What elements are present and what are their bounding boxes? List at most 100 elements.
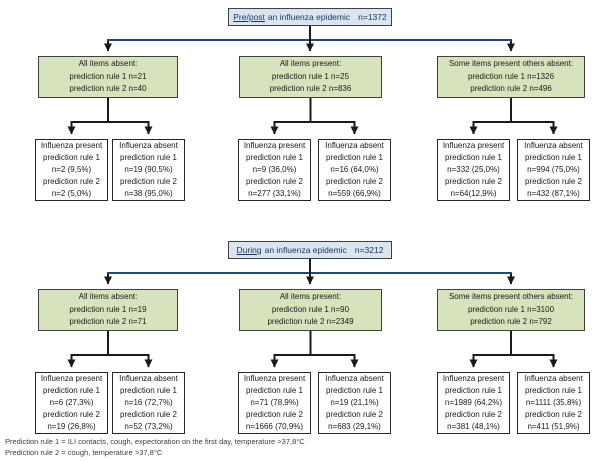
leaf-rule1-label: prediction rule 1	[445, 386, 502, 395]
branch-title: All items absent:	[78, 59, 138, 69]
leaf-rule2-value: n=38 (95,0%)	[124, 189, 173, 198]
branch-rule2: prediction rule 2 n=496	[470, 84, 552, 94]
leaf-rule1-value: n=1989 (64,2%)	[444, 398, 503, 407]
leaf-influenza-present: Influenza present prediction rule 1 n=33…	[437, 139, 510, 201]
leaf-rule2-value: n=381 (48,1%)	[447, 422, 500, 431]
leaf-rule2-value: n=2 (5,0%)	[51, 189, 92, 198]
leaf-rule1-value: n=19 (90,5%)	[124, 165, 173, 174]
leaf-influenza-present: Influenza present prediction rule 1 n=2 …	[35, 139, 108, 201]
root-label: an influenza epidemic	[264, 245, 347, 255]
branch-title: All items present:	[279, 59, 342, 69]
leaf-title: Influenza present	[243, 141, 306, 150]
leaf-rule1-label: prediction rule 1	[525, 153, 582, 162]
branch-all-items-absent: All items absent: prediction rule 1 n=19…	[38, 289, 178, 331]
leaf-title: Influenza absent	[325, 141, 384, 150]
leaf-rule2-label: prediction rule 2	[326, 410, 383, 419]
leaf-rule1-label: prediction rule 1	[326, 386, 383, 395]
root-count: n=3212	[354, 245, 384, 255]
branch-rule2: prediction rule 2 n=836	[269, 84, 352, 94]
leaf-title: Influenza present	[442, 141, 505, 150]
leaf-rule2-label: prediction rule 2	[326, 177, 383, 186]
branch-rule2: prediction rule 2 n=40	[69, 84, 147, 94]
leaf-rule1-value: n=2 (9,5%)	[51, 165, 92, 174]
root-label: an influenza epidemic	[267, 12, 351, 22]
leaf-rule1-value: n=332 (25,0%)	[447, 165, 500, 174]
branch-title: All items present:	[279, 292, 342, 302]
connector-lines	[67, 258, 558, 368]
leaf-rule1-value: n=71 (78,9%)	[250, 398, 299, 407]
branch-title: Some items present others absent:	[448, 59, 574, 69]
leaf-rule2-value: n=19 (26,8%)	[47, 422, 96, 431]
leaf-title: Influenza absent	[119, 374, 178, 383]
leaf-rule1-value: n=1111 (35,8%)	[525, 398, 582, 407]
leaf-rule2-label: prediction rule 2	[120, 177, 177, 186]
branch-some-items-present: Some items present others absent: predic…	[437, 289, 585, 331]
leaf-title: Influenza absent	[524, 141, 583, 150]
tree-during-epidemic: During an influenza epidemic n=3212 All …	[0, 237, 600, 437]
leaf-rule2-label: prediction rule 2	[246, 177, 303, 186]
root-count: n=1372	[358, 12, 387, 22]
leaf-influenza-present: Influenza present prediction rule 1 n=6 …	[35, 372, 108, 434]
root-node-prepost: Pre/post an influenza epidemic n=1372	[228, 8, 392, 26]
leaf-rule1-value: n=994 (75,0%)	[527, 165, 580, 174]
leaf-influenza-absent: Influenza absent prediction rule 1 n=111…	[517, 372, 590, 434]
leaf-influenza-absent: Influenza absent prediction rule 1 n=19 …	[318, 372, 391, 434]
footnotes: Prediction rule 1 = ILI contacts, cough,…	[5, 437, 305, 458]
footnote-rule2-definition: Prediction rule 2 = cough, temperature >…	[5, 447, 163, 457]
root-node-during: During an influenza epidemic n=3212	[228, 241, 392, 259]
leaf-title: Influenza present	[442, 374, 505, 383]
leaf-rule1-label: prediction rule 1	[120, 153, 177, 162]
leaf-rule1-label: prediction rule 1	[43, 153, 100, 162]
branch-title: All items absent:	[78, 292, 138, 302]
branch-rule1: prediction rule 1 n=21	[69, 71, 147, 81]
leaf-rule1-label: prediction rule 1	[246, 153, 303, 162]
leaf-title: Influenza present	[243, 374, 306, 383]
leaf-influenza-absent: Influenza absent prediction rule 1 n=19 …	[112, 139, 185, 201]
branch-rule1: prediction rule 1 n=90	[271, 304, 350, 314]
leaf-rule1-label: prediction rule 1	[525, 386, 582, 395]
root-underlined-word: Pre/post	[233, 12, 265, 22]
leaf-rule2-value: n=52 (73,2%)	[124, 422, 173, 431]
branch-all-items-present: All items present: prediction rule 1 n=2…	[239, 56, 382, 98]
leaf-rule1-label: prediction rule 1	[246, 386, 303, 395]
leaf-influenza-absent: Influenza absent prediction rule 1 n=16 …	[318, 139, 391, 201]
leaf-rule1-label: prediction rule 1	[445, 153, 502, 162]
leaf-rule1-label: prediction rule 1	[43, 386, 100, 395]
branch-some-items-present: Some items present others absent: predic…	[437, 56, 585, 98]
leaf-title: Influenza absent	[325, 374, 384, 383]
branch-rule1: prediction rule 1 n=1326	[467, 71, 555, 81]
branch-title: Some items present others absent:	[448, 292, 574, 302]
root-underlined-word: During	[236, 245, 262, 255]
leaf-influenza-present: Influenza present prediction rule 1 n=19…	[437, 372, 510, 434]
leaf-influenza-absent: Influenza absent prediction rule 1 n=16 …	[112, 372, 185, 434]
leaf-rule2-value: n=277 (33,1%)	[248, 189, 301, 198]
leaf-rule2-label: prediction rule 2	[43, 410, 100, 419]
leaf-influenza-present: Influenza present prediction rule 1 n=71…	[238, 372, 311, 434]
leaf-rule2-label: prediction rule 2	[120, 410, 177, 419]
leaf-rule1-value: n=16 (72,7%)	[124, 398, 173, 407]
leaf-rule1-value: n=19 (21,1%)	[330, 398, 379, 407]
branch-all-items-absent: All items absent: prediction rule 1 n=21…	[38, 56, 178, 98]
leaf-rule2-label: prediction rule 2	[445, 177, 502, 186]
leaf-rule2-value: n=559 (66,9%)	[328, 189, 381, 198]
leaf-rule2-value: n=64(12,9%)	[450, 189, 497, 198]
leaf-rule2-value: n=683 (29,1%)	[328, 422, 381, 431]
leaf-rule2-label: prediction rule 2	[43, 177, 100, 186]
connector-lines	[67, 25, 558, 135]
tree-prepost-epidemic: Pre/post an influenza epidemic n=1372 Al…	[0, 4, 600, 204]
branch-rule1: prediction rule 1 n=19	[69, 304, 147, 314]
leaf-rule2-value: n=411 (51,9%)	[527, 422, 580, 431]
leaf-title: Influenza absent	[119, 141, 178, 150]
leaf-rule2-label: prediction rule 2	[246, 410, 303, 419]
leaf-title: Influenza present	[40, 374, 103, 383]
leaf-rule1-label: prediction rule 1	[326, 153, 383, 162]
leaf-influenza-absent: Influenza absent prediction rule 1 n=994…	[517, 139, 590, 201]
leaf-influenza-present: Influenza present prediction rule 1 n=9 …	[238, 139, 311, 201]
branch-rule1: prediction rule 1 n=3100	[467, 304, 555, 314]
leaf-title: Influenza absent	[524, 374, 583, 383]
leaf-rule1-label: prediction rule 1	[120, 386, 177, 395]
branch-all-items-present: All items present: prediction rule 1 n=9…	[239, 289, 382, 331]
leaf-rule2-label: prediction rule 2	[525, 410, 582, 419]
branch-rule2: prediction rule 2 n=71	[69, 317, 147, 327]
